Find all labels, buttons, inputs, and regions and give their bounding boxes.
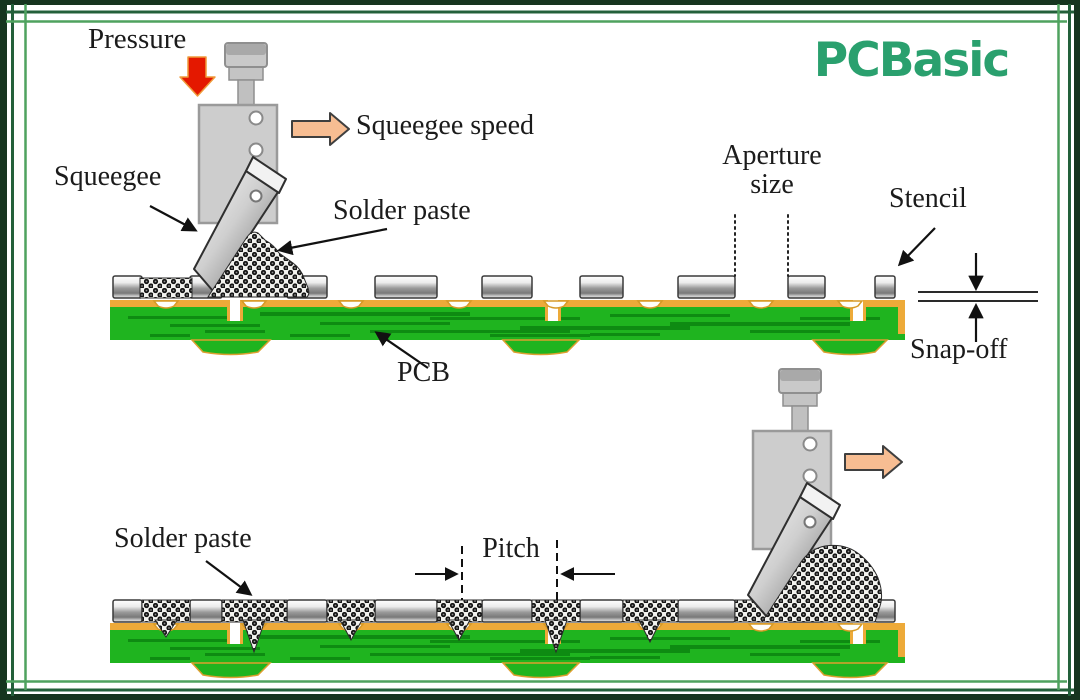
solder-paste-label-bottom: Solder paste [114,523,252,554]
aperture-size-label: Aperture size [697,141,847,200]
solder-paste-pile-bottom [761,544,883,623]
aperture-size-dotted-lines [734,214,789,277]
squeegee-speed-arrow [291,112,350,146]
pcb-top [109,299,906,356]
solder-paste-label-top: Solder paste [333,195,471,226]
snap-off-dimension [918,253,1038,342]
squeegee-speed-arrow-bottom [844,445,903,479]
label-arrows-top [149,205,936,369]
squeegee-label: Squeegee [54,161,162,192]
pitch-label: Pitch [482,533,540,564]
pcb-bottom [109,622,906,679]
pressure-label: Pressure [88,23,187,55]
stencil-label: Stencil [889,183,967,214]
pcb-label: PCB [397,357,450,388]
solder-paste-pile-top [207,231,310,298]
pcbasic-logo: PCBasic [813,33,1010,88]
pitch-dimension [415,540,615,600]
solder-paste-bottom-arrow [205,560,253,596]
snap-off-label: Snap-off [910,334,1008,365]
pressure-arrow [179,56,216,97]
aperture-size-line1: Aperture [722,140,822,171]
squeegee-speed-label: Squeegee speed [356,110,535,141]
solder-paste-residue [139,277,193,299]
aperture-size-line2: size [750,169,794,201]
solder-paste-deposits [141,599,784,654]
